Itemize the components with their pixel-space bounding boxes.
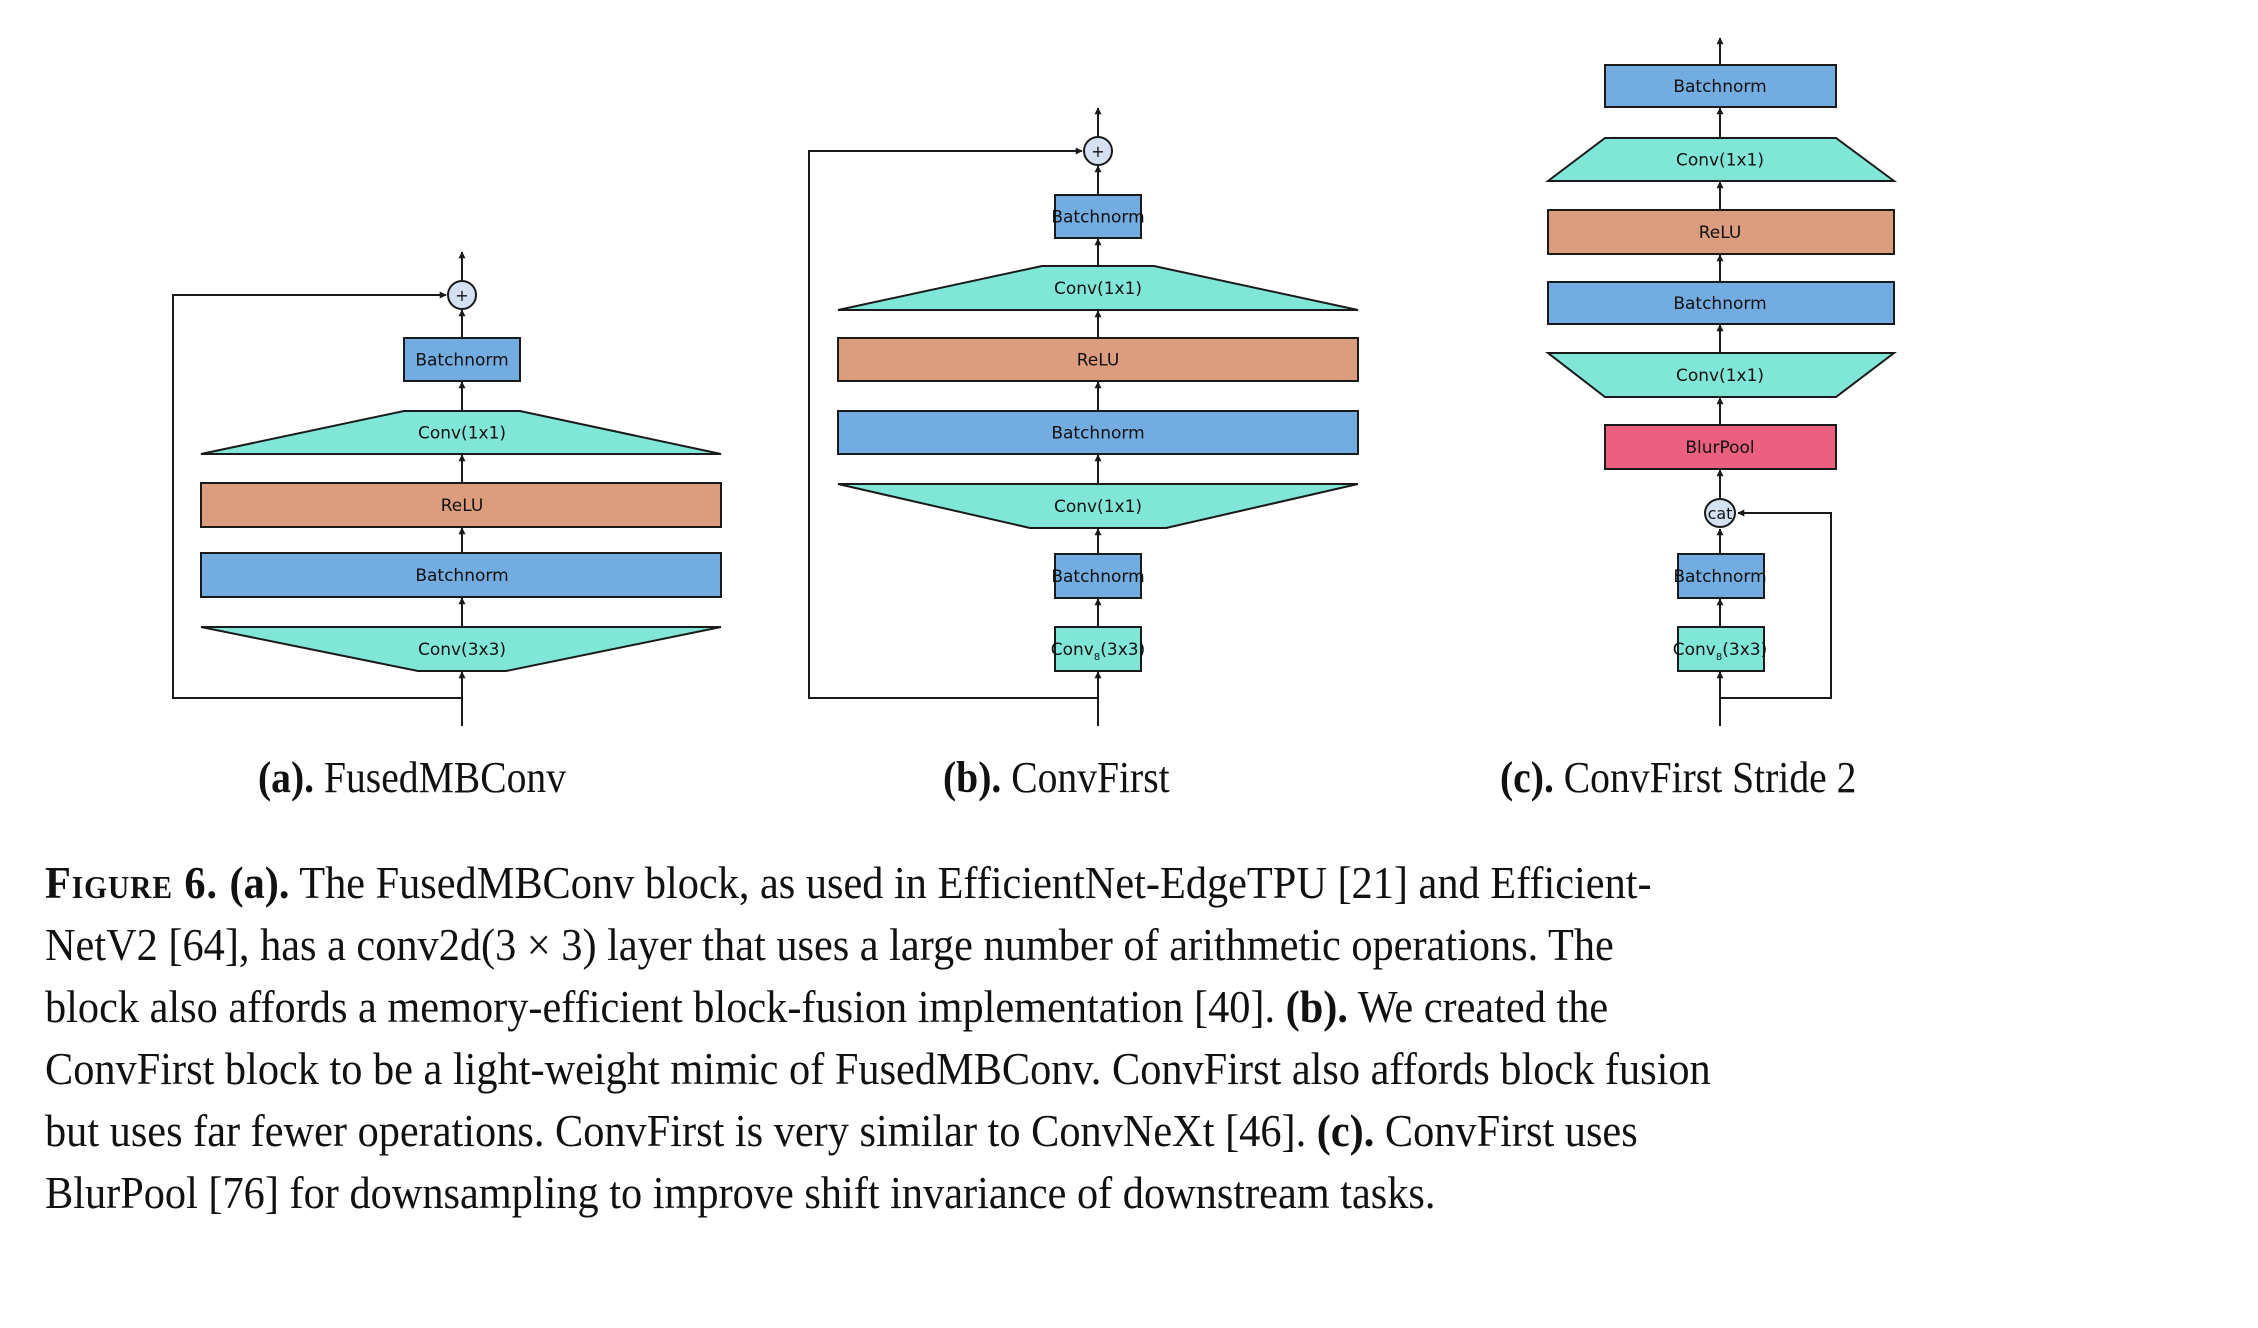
subcaption-text: FusedMBConv [323, 753, 567, 802]
batchnorm-layer [837, 410, 1359, 455]
layer-label: BlurPool [1685, 438, 1754, 458]
layer-label: Batchnorm [1051, 424, 1144, 444]
blurpool-layer [1604, 424, 1837, 470]
layer-label: ReLU [1699, 223, 1742, 243]
relu-layer [1547, 209, 1895, 255]
conv-expand-layer [200, 410, 722, 455]
caption-line: but uses far fewer operations. ConvFirst… [45, 1100, 2023, 1162]
relu-layer [200, 482, 722, 528]
layer-label: Batchnorm [415, 566, 508, 586]
caption-panel-ref: (b). [1285, 981, 1348, 1032]
batchnorm-layer [1054, 553, 1142, 599]
subcaption-tag: (a). [258, 753, 315, 802]
batchnorm-layer [200, 552, 722, 598]
residual-skip-connection [808, 147, 1098, 699]
layer-label: Batchnorm [1051, 567, 1144, 587]
layer-label: ReLU [441, 496, 484, 516]
caption-text: The FusedMBConv block, as used in Effici… [289, 857, 1652, 908]
caption-line: block also affords a memory-efficient bl… [45, 976, 2023, 1038]
layer-label: Conv(1x1) [1676, 366, 1764, 386]
caption-text: but uses far fewer operations. ConvFirst… [45, 1105, 1317, 1156]
residual-skip-connection [172, 291, 462, 699]
caption-panel-ref: (c). [1316, 1105, 1375, 1156]
batchnorm-layer [1677, 553, 1765, 599]
conv-reduce-layer [200, 626, 722, 672]
layer-label: Conv(1x1) [1676, 151, 1764, 171]
caption-line: NetV2 [64], has a conv2d(3 × 3) layer th… [45, 914, 2023, 976]
caption-text: block also affords a memory-efficient bl… [45, 981, 1286, 1032]
batchnorm-layer [403, 337, 521, 382]
layer-label: Conv(1x1) [1054, 279, 1142, 299]
panel-convfirst-stride2: Conv8(3x3)BatchnormBlurPoolConv(1x1)Batc… [1545, 37, 1898, 726]
subcaption-c: (c). ConvFirst Stride 2 [1500, 752, 1856, 803]
layer-label: Conv(3x3) [418, 640, 506, 660]
layer-label: Batchnorm [1673, 77, 1766, 97]
figure-number: Figure 6. [45, 857, 230, 908]
add-op-label: + [1091, 142, 1104, 161]
layer-label: Conv(1x1) [1054, 497, 1142, 517]
layer-label: Batchnorm [1051, 208, 1144, 228]
conv-expand-layer [1545, 137, 1898, 182]
layer-label: Batchnorm [1673, 567, 1766, 587]
caption-text: BlurPool [76] for downsampling to improv… [45, 1167, 1436, 1218]
layer-label: Conv(1x1) [418, 424, 506, 444]
caption-line: Figure 6. (a). The FusedMBConv block, as… [45, 852, 2023, 914]
subcaption-text: ConvFirst [1011, 753, 1170, 802]
subcaption-tag: (c). [1500, 753, 1554, 802]
subcaption-text: ConvFirst Stride 2 [1563, 753, 1857, 802]
architecture-diagram: Conv(3x3)BatchnormReLUConv(1x1)Batchnorm… [172, 37, 1898, 726]
conv-reduce-layer [1545, 352, 1897, 398]
relu-layer [837, 337, 1359, 382]
layer-label: Batchnorm [1673, 294, 1766, 314]
caption-panel-ref: (a). [229, 857, 290, 908]
panel-fusedmbconv: Conv(3x3)BatchnormReLUConv(1x1)Batchnorm… [172, 251, 722, 726]
caption-text: ConvFirst uses [1374, 1105, 1638, 1156]
layer-label: Conv8(3x3) [1673, 640, 1767, 663]
subcaption-a: (a). FusedMBConv [258, 752, 566, 803]
batchnorm-layer [1604, 64, 1837, 108]
caption-text: We created the [1347, 981, 1609, 1032]
figure-caption: Figure 6. (a). The FusedMBConv block, as… [45, 852, 2195, 1224]
conv-layer [1054, 626, 1142, 672]
caption-line: BlurPool [76] for downsampling to improv… [45, 1162, 2023, 1224]
conv-layer [1677, 626, 1765, 672]
conv-reduce-layer [837, 483, 1359, 529]
caption-line: ConvFirst block to be a light-weight mim… [45, 1038, 2023, 1100]
subcaption-b: (b). ConvFirst [943, 752, 1170, 803]
batchnorm-layer [1547, 281, 1895, 325]
concat-op-label: cat [1708, 504, 1733, 523]
layer-label: Batchnorm [415, 351, 508, 371]
conv-expand-layer [837, 265, 1359, 311]
add-op-label: + [455, 286, 468, 305]
panel-convfirst: Conv8(3x3)BatchnormConv(1x1)BatchnormReL… [808, 107, 1359, 726]
layer-label: ReLU [1077, 351, 1120, 371]
caption-text: NetV2 [64], has a conv2d(3 × 3) layer th… [45, 919, 1614, 970]
subcaption-tag: (b). [943, 753, 1002, 802]
caption-text: ConvFirst block to be a light-weight mim… [45, 1043, 1711, 1094]
concat-skip-connection [1720, 509, 1832, 699]
layer-label: Conv8(3x3) [1051, 640, 1145, 663]
